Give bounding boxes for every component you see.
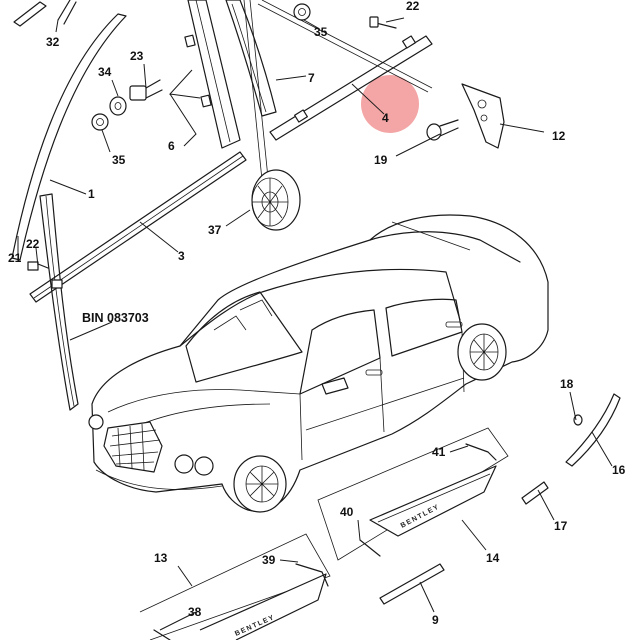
callout-34: 34 (98, 65, 112, 79)
part-23-bolt (129, 79, 163, 101)
callout-14: 14 (486, 551, 500, 565)
part-16-trim (565, 393, 621, 467)
callout-1: 1 (88, 187, 95, 201)
callout-16: 16 (612, 463, 626, 477)
callout-7: 7 (308, 71, 315, 85)
part-3-lower-moulding (29, 151, 247, 303)
callout-37: 37 (208, 223, 222, 237)
part-32-upper-trim (57, 0, 77, 25)
callout-22-left: 22 (26, 237, 40, 251)
part-17-strip (521, 481, 549, 505)
highlight-marker (361, 75, 419, 133)
part-13-sill-plate: BENTLEY (139, 533, 331, 640)
callout-41: 41 (432, 445, 446, 459)
callout-22-top: 22 (406, 0, 420, 13)
callout-3: 3 (178, 249, 185, 263)
callout-40: 40 (340, 505, 354, 519)
part-35-nut-left (91, 113, 109, 131)
callout-23: 23 (130, 49, 144, 63)
part-7-pillar-cover (225, 0, 277, 117)
part-22-screw-top (369, 16, 397, 29)
part-12-mirror-flag (461, 83, 505, 149)
callout-12: 12 (552, 129, 566, 143)
callout-39: 39 (262, 553, 276, 567)
callout-32: 32 (46, 35, 60, 49)
glass-guide-rods (243, 0, 433, 181)
part-37-grille (251, 169, 301, 231)
part-34-washer (109, 96, 127, 116)
callout-4: 4 (382, 111, 389, 125)
bin-code-label: BIN 083703 (82, 311, 149, 325)
callout-6: 6 (168, 139, 175, 153)
part-6-pillar-trim (184, 0, 241, 149)
part-19-screw (426, 119, 459, 141)
callout-18: 18 (560, 377, 574, 391)
part-1-window-channel (11, 13, 127, 261)
callout-19: 19 (374, 153, 388, 167)
callout-13: 13 (154, 551, 168, 565)
part-rear-channel (39, 193, 79, 411)
callout-9: 9 (432, 613, 439, 627)
car-illustration (88, 214, 549, 513)
callout-21: 21 (8, 251, 22, 265)
part-21-channel-top (13, 1, 47, 27)
callout-17: 17 (554, 519, 568, 533)
part-18-clip (573, 414, 583, 426)
part-4-belt-moulding (269, 35, 433, 141)
part-35-nut-top (293, 3, 311, 21)
part-9-strip (379, 563, 445, 605)
callout-35-top: 35 (314, 25, 328, 39)
callout-35-left: 35 (112, 153, 126, 167)
callout-38: 38 (188, 605, 202, 619)
leader-lines (17, 17, 613, 631)
